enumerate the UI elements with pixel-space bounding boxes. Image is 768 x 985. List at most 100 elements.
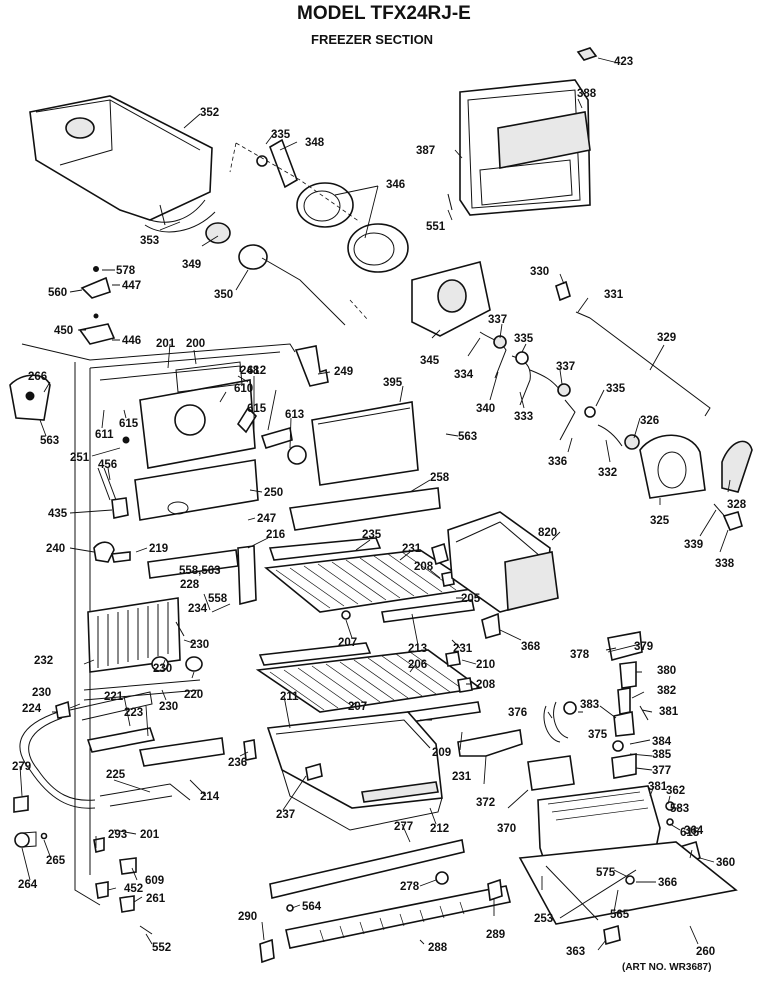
callout-label: 230 bbox=[153, 663, 172, 675]
callout-label: 384 bbox=[652, 736, 672, 748]
callout-label: 450 bbox=[54, 325, 73, 337]
callout-label: 264 bbox=[18, 879, 38, 891]
callout-label: 278 bbox=[400, 881, 420, 893]
callout-label: 277 bbox=[394, 821, 413, 833]
callout-label: 216 bbox=[266, 529, 285, 541]
callout-label: 379 bbox=[634, 641, 653, 653]
callout-label: 253 bbox=[534, 913, 553, 925]
callout-label: 385 bbox=[652, 749, 672, 761]
callout-label: 288 bbox=[428, 942, 448, 954]
callout-label: 381 bbox=[659, 706, 679, 718]
callout-label: 332 bbox=[598, 467, 617, 479]
callout-label: 210 bbox=[476, 659, 495, 671]
callout-label: 820 bbox=[538, 527, 557, 539]
upper-shelf-drawing bbox=[264, 537, 481, 623]
callout-label: 207 bbox=[348, 701, 367, 713]
callout-label: 334 bbox=[454, 369, 474, 381]
callout-label: 258 bbox=[430, 472, 450, 484]
callout-label: 337 bbox=[556, 361, 575, 373]
callout-label: 338 bbox=[715, 558, 735, 570]
callout-label: 201 bbox=[156, 338, 176, 350]
callout-label: 279 bbox=[12, 761, 31, 773]
callout-label: 211 bbox=[280, 691, 299, 703]
callout-label: 206 bbox=[408, 659, 427, 671]
section-subtitle: FREEZER SECTION bbox=[311, 32, 433, 47]
callout-label: 615 bbox=[119, 418, 139, 430]
callout-label: 446 bbox=[122, 335, 141, 347]
callout-label: 212 bbox=[430, 823, 449, 835]
callout-label: 247 bbox=[257, 513, 276, 525]
callout-label: 388 bbox=[577, 88, 597, 100]
callout-label: 611 bbox=[95, 429, 114, 441]
callout-label: 372 bbox=[476, 797, 495, 809]
callout-label: 236 bbox=[228, 757, 247, 769]
callout-label: 552 bbox=[152, 942, 171, 954]
callout-label: 387 bbox=[416, 145, 435, 157]
callout-label: 615 bbox=[247, 403, 267, 415]
leader-lines bbox=[19, 57, 731, 951]
callout-label: 447 bbox=[122, 280, 141, 292]
callout-label: 326 bbox=[640, 415, 659, 427]
callout-label: 240 bbox=[46, 543, 65, 555]
callout-label: 456 bbox=[98, 459, 117, 471]
callout-label: 609 bbox=[145, 875, 164, 887]
lower-shelf-drawing bbox=[255, 642, 483, 723]
callout-label: 221 bbox=[104, 691, 124, 703]
dispenser-linkage-drawing bbox=[411, 261, 753, 531]
callout-label: 382 bbox=[657, 685, 676, 697]
callout-label: 435 bbox=[48, 508, 68, 520]
callout-label: 395 bbox=[383, 377, 403, 389]
freezer-basket-drawing bbox=[266, 711, 443, 831]
evaporator-coil-drawing bbox=[83, 545, 257, 701]
callout-label: 232 bbox=[34, 655, 53, 667]
callout-label: 564 bbox=[302, 901, 322, 913]
callout-label: 423 bbox=[614, 56, 633, 68]
callout-label: 250 bbox=[264, 487, 283, 499]
callout-label: 289 bbox=[486, 929, 505, 941]
callout-label: 558 bbox=[208, 593, 228, 605]
callout-label: 261 bbox=[146, 893, 166, 905]
callout-label: 375 bbox=[588, 729, 608, 741]
dispenser-housing-drawing bbox=[447, 47, 598, 216]
callout-labels: 423 388 387 551 352 335 348 346 353 349 … bbox=[12, 56, 747, 958]
callout-label: 208 bbox=[476, 679, 496, 691]
callout-label: 350 bbox=[214, 289, 233, 301]
callout-label: 207 bbox=[338, 637, 357, 649]
callout-label: 325 bbox=[650, 515, 670, 527]
callout-label: 383 bbox=[580, 699, 599, 711]
ice-bucket-drawing bbox=[29, 95, 216, 233]
callout-label: 362 bbox=[666, 785, 685, 797]
callout-label: 224 bbox=[22, 703, 42, 715]
dispenser-control-parts-drawing bbox=[457, 631, 649, 791]
callout-label: 613 bbox=[285, 409, 304, 421]
callout-label: 230 bbox=[159, 701, 178, 713]
ice-maker-drawing bbox=[431, 511, 559, 640]
callout-label: 349 bbox=[182, 259, 201, 271]
callout-label: 368 bbox=[521, 641, 541, 653]
callout-label: 346 bbox=[386, 179, 405, 191]
callout-label: 578 bbox=[116, 265, 136, 277]
lower-left-parts-drawing bbox=[14, 831, 153, 935]
callout-label: 366 bbox=[658, 877, 677, 889]
callout-label: 266 bbox=[28, 371, 47, 383]
callout-label: 348 bbox=[305, 137, 325, 149]
callout-label: 330 bbox=[530, 266, 549, 278]
callout-label: 363 bbox=[566, 946, 585, 958]
callout-label: 551 bbox=[426, 221, 446, 233]
callout-label: 575 bbox=[596, 867, 616, 879]
callout-label: 231 bbox=[452, 771, 472, 783]
callout-label: 228 bbox=[180, 579, 200, 591]
callout-label: 328 bbox=[727, 499, 747, 511]
callout-label: 612 bbox=[247, 365, 266, 377]
callout-label: 237 bbox=[276, 809, 295, 821]
callout-label: 230 bbox=[190, 639, 209, 651]
callout-label: 219 bbox=[149, 543, 168, 555]
callout-label: 563 bbox=[40, 435, 59, 447]
art-number: (ART NO. WR3687) bbox=[622, 962, 711, 973]
callout-label: 230 bbox=[32, 687, 51, 699]
bottom-rails-drawing bbox=[259, 839, 511, 964]
callout-label: 563 bbox=[458, 431, 477, 443]
evaporator-cover-drawing bbox=[97, 379, 441, 531]
callout-label: 260 bbox=[696, 946, 715, 958]
